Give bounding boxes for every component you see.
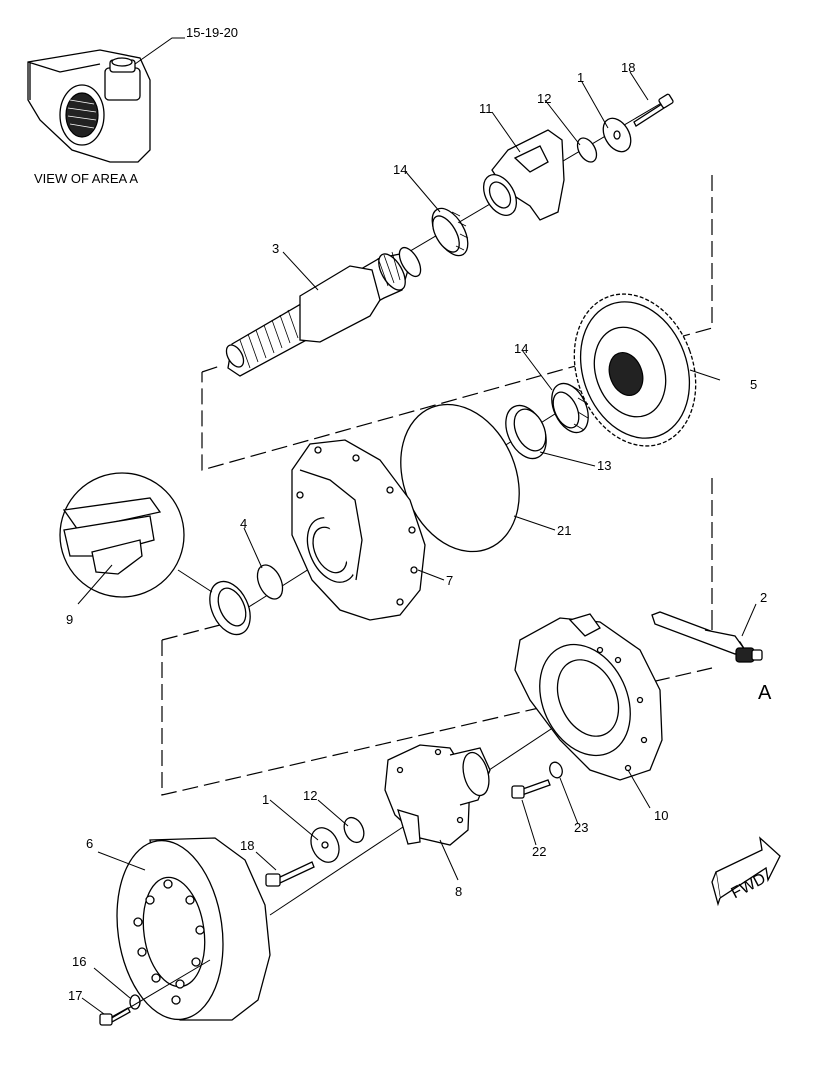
callout-14-mid: 14: [514, 341, 528, 356]
callout-15-19-20: 15-19-20: [186, 25, 238, 40]
bolt-18-top: [633, 93, 674, 127]
callout-4: 4: [240, 516, 247, 531]
callout-13: 13: [597, 458, 611, 473]
forward-direction-arrow: [711, 836, 781, 907]
callout-23: 23: [574, 820, 588, 835]
hub-8: [384, 744, 491, 846]
callout-10: 10: [654, 808, 668, 823]
bearing-14-top: [431, 207, 469, 257]
callout-1-top: 1: [577, 70, 584, 85]
carrier-10: [514, 613, 663, 781]
bolt-18-bottom: [265, 861, 315, 887]
bearing-14-mid: [551, 382, 589, 434]
seal-9-detail-view: [59, 472, 213, 605]
gear-5: [573, 293, 697, 447]
leader-lines: [81, 71, 757, 1015]
washer-23: [549, 761, 563, 779]
washer-1-top: [602, 117, 632, 153]
housing-7: [291, 439, 426, 621]
callout-22: 22: [532, 844, 546, 859]
bearing-cup-13: [505, 404, 547, 460]
shaft-3: [225, 246, 422, 377]
callout-3: 3: [272, 241, 279, 256]
callout-6: 6: [86, 836, 93, 851]
area-a-detail-view: [27, 37, 185, 163]
callout-17: 17: [68, 988, 82, 1003]
bolt-17: [99, 1007, 131, 1026]
callout-8: 8: [455, 884, 462, 899]
washer-1-bottom: [310, 827, 340, 863]
area-a-callout: A: [758, 682, 772, 704]
yoke-11: [482, 129, 565, 221]
callout-5: 5: [750, 377, 757, 392]
bolt-22: [511, 779, 551, 799]
callout-12-bottom: 12: [303, 788, 317, 803]
callout-11: 11: [479, 101, 493, 116]
callout-18-bottom: 18: [240, 838, 254, 853]
callout-14-top: 14: [393, 162, 407, 177]
o-ring-12-bottom: [343, 816, 365, 844]
callout-16: 16: [72, 954, 86, 969]
view-of-area-a-label: VIEW OF AREA A: [34, 171, 138, 186]
arm-2: [651, 611, 763, 663]
ring-4: [256, 564, 284, 600]
callout-18-top: 18: [621, 60, 635, 75]
drum-6: [116, 837, 271, 1021]
callout-7: 7: [446, 573, 453, 588]
lower-assembly-frame: [161, 478, 713, 796]
callout-9: 9: [66, 612, 73, 627]
callout-21: 21: [557, 523, 571, 538]
callout-2: 2: [760, 590, 767, 605]
callout-12-top: 12: [537, 91, 551, 106]
callout-1-bottom: 1: [262, 792, 269, 807]
o-ring-12-top: [576, 137, 598, 163]
upper-assembly-frame: [201, 175, 713, 471]
seal-9: [209, 580, 251, 636]
